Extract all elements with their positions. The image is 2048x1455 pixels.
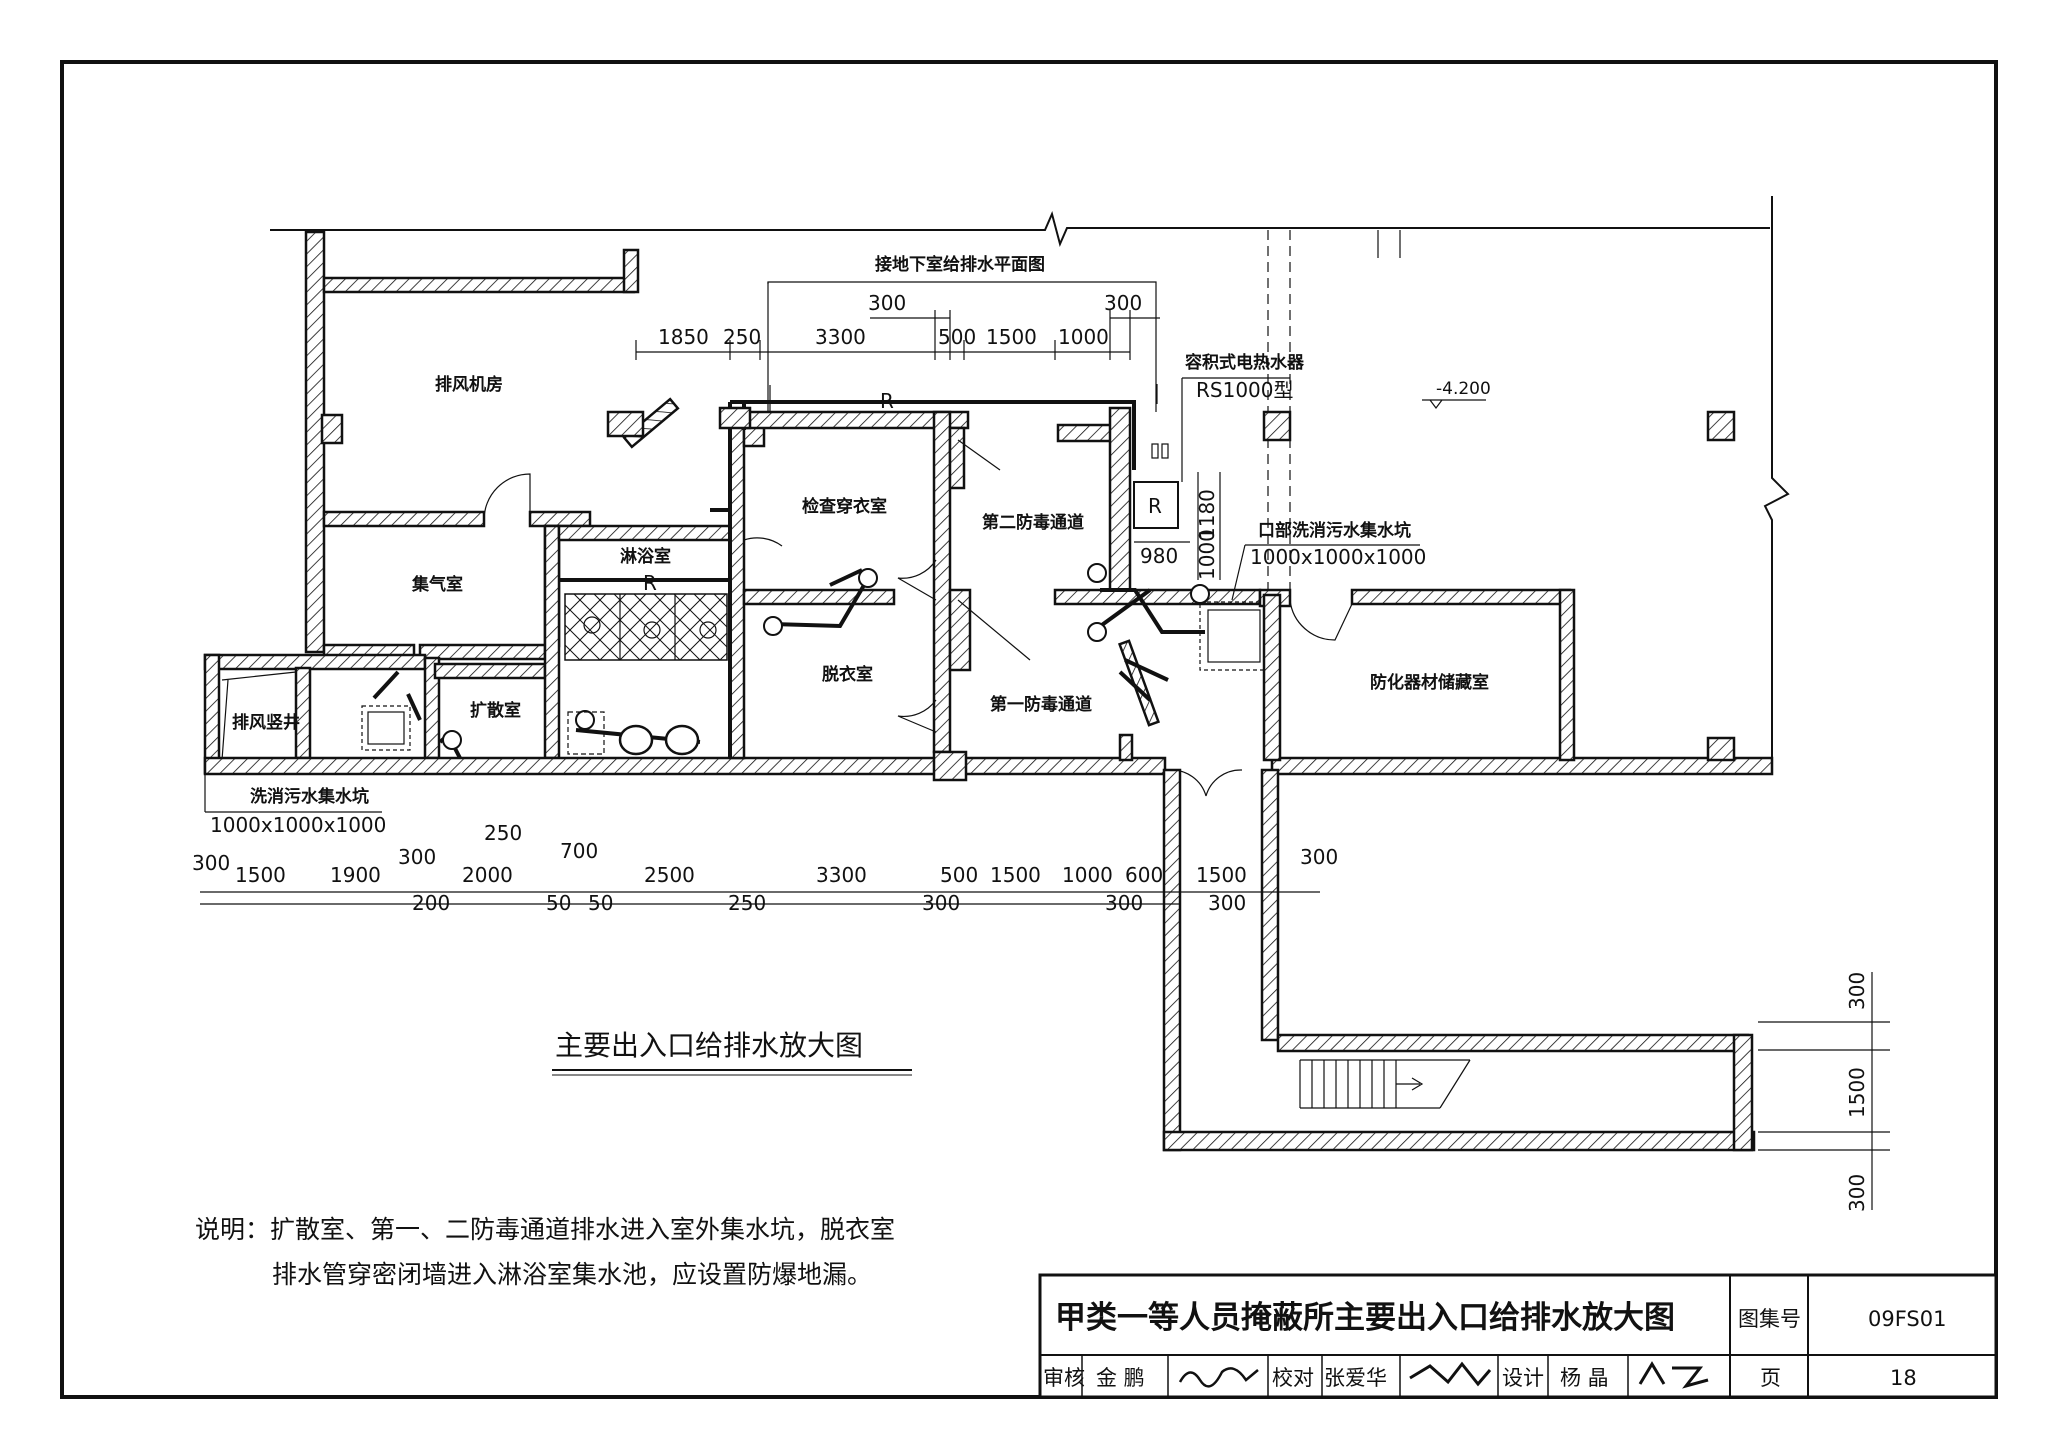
pit-outer-label: 洗消污水集水坑 xyxy=(250,786,369,807)
notes-line-2: 排水管穿密闭墙进入淋浴室集水池，应设置防爆地漏。 xyxy=(272,1260,872,1289)
bottom-dim-9: 600 xyxy=(1125,863,1163,887)
room-fan-room: 排风机房 xyxy=(435,374,503,395)
bottom-dim-0-3: 250 xyxy=(484,821,522,845)
heater-dim-1000: 1000 xyxy=(1195,529,1219,580)
pit-inner-size: 1000x1000x1000 xyxy=(1250,545,1426,569)
reviewer-name: 金 鹏 xyxy=(1096,1366,1145,1390)
room-shower: 淋浴室 xyxy=(620,546,671,567)
stair-dimensions: 300 1500 300 xyxy=(1758,972,1890,1212)
elevation-mark: -4.200 xyxy=(1436,379,1491,399)
heater-dim-1180: 1180 xyxy=(1195,489,1219,540)
room-undress: 脱衣室 xyxy=(822,664,873,685)
top-dim-upper-2: 300 xyxy=(1104,291,1142,315)
bottom-dim-0-1: 300 xyxy=(192,851,230,875)
top-dim-4: 500 xyxy=(938,325,976,349)
top-dim-2: 250 xyxy=(723,325,761,349)
bottom-dim-10: 1500 xyxy=(1196,863,1247,887)
stair-dim-3: 300 xyxy=(1845,1174,1869,1212)
room-storage: 防化器材储藏室 xyxy=(1370,672,1489,693)
check-label: 校对 xyxy=(1272,1366,1314,1390)
bottom-dim-2-4: 250 xyxy=(728,891,766,915)
right-break-line xyxy=(1763,196,1790,770)
bottom-dim-2-5: 300 xyxy=(922,891,960,915)
designer-signature xyxy=(1638,1361,1709,1389)
bottom-dim-0-5: 300 xyxy=(1300,845,1338,869)
bottom-dim-2-1: 200 xyxy=(412,891,450,915)
drawing-title: 主要出入口给排水放大图 xyxy=(555,1029,863,1062)
design-label: 设计 xyxy=(1502,1366,1544,1390)
stair-treads xyxy=(1299,1059,1471,1109)
atlas-number: 09FS01 xyxy=(1868,1307,1946,1331)
room-inspect-dress: 检查穿衣室 xyxy=(802,496,887,517)
bottom-dim-2-6: 300 xyxy=(1105,891,1143,915)
heater-tag: R xyxy=(1148,494,1162,518)
bottom-dim-0-2: 300 xyxy=(398,845,436,869)
bottom-dim-3: 2000 xyxy=(462,863,513,887)
top-dim-1: 1850 xyxy=(658,325,709,349)
top-dim-5: 1500 xyxy=(986,325,1037,349)
bottom-dimensions: 300 300 250 700 300 1500 1900 2000 2500 … xyxy=(192,821,1338,915)
top-dimensions: 1850 250 3300 500 1500 1000 300 300 xyxy=(635,291,1160,360)
bottom-dim-2-2: 50 xyxy=(546,891,571,915)
pit-inner-label: 口部洗消污水集水坑 xyxy=(1258,520,1411,541)
top-dim-3: 3300 xyxy=(815,325,866,349)
floor-plan: R xyxy=(192,196,1890,1212)
checker-name: 张爱华 xyxy=(1324,1366,1387,1390)
top-dim-upper-1: 300 xyxy=(868,291,906,315)
stair-dim-1: 300 xyxy=(1845,972,1869,1010)
heater-model: RS1000型 xyxy=(1196,378,1294,402)
designer-name: 杨 晶 xyxy=(1560,1366,1609,1390)
notes-line-1: 说明：扩散室、第一、二防毒通道排水进入室外集水坑，脱衣室 xyxy=(195,1215,895,1244)
bottom-dim-8: 1000 xyxy=(1062,863,1113,887)
atlas-label: 图集号 xyxy=(1738,1307,1801,1331)
bottom-dim-1: 1500 xyxy=(235,863,286,887)
room-first-decon: 第一防毒通道 xyxy=(990,694,1092,715)
room-gas-room: 集气室 xyxy=(411,574,463,595)
bottom-dim-5: 3300 xyxy=(816,863,867,887)
bottom-dim-7: 1500 xyxy=(990,863,1041,887)
bottom-dim-2-3: 50 xyxy=(588,891,613,915)
heater-label: 容积式电热水器 xyxy=(1185,352,1305,373)
top-break-line xyxy=(270,210,1770,248)
bottom-dim-4: 2500 xyxy=(644,863,695,887)
sheet-border xyxy=(60,60,1998,1399)
title-block: 甲类一等人员掩蔽所主要出入口给排水放大图 图集号 09FS01 审核 金 鹏 校… xyxy=(1038,1273,1998,1399)
bottom-dim-6: 500 xyxy=(940,863,978,887)
page-label: 页 xyxy=(1760,1366,1781,1390)
page-number: 18 xyxy=(1890,1366,1917,1390)
room-expansion: 扩散室 xyxy=(470,700,521,721)
top-dim-6: 1000 xyxy=(1058,325,1109,349)
room-second-decon: 第二防毒通道 xyxy=(982,512,1084,533)
bottom-dim-2-7: 300 xyxy=(1208,891,1246,915)
pipe-network xyxy=(438,384,1210,759)
pipe-tag-shower: R xyxy=(643,571,657,595)
pipe-tag-top: R xyxy=(880,389,894,413)
review-label: 审核 xyxy=(1043,1366,1085,1390)
room-exhaust-shaft: 排风竖井 xyxy=(232,712,300,733)
heater-dim-980: 980 xyxy=(1140,544,1178,568)
checker-signature xyxy=(1409,1361,1492,1387)
bottom-dim-2: 1900 xyxy=(330,863,381,887)
stair-dim-2: 1500 xyxy=(1845,1067,1869,1118)
pit-outer-size: 1000x1000x1000 xyxy=(210,813,386,837)
title-block-title: 甲类一等人员掩蔽所主要出入口给排水放大图 xyxy=(1055,1300,1675,1336)
reviewer-signature xyxy=(1178,1367,1259,1388)
bottom-dim-0-4: 700 xyxy=(560,839,598,863)
connect-label: 接地下室给排水平面图 xyxy=(875,254,1045,275)
heater-dimensions: 980 1180 1000 xyxy=(1134,472,1221,580)
